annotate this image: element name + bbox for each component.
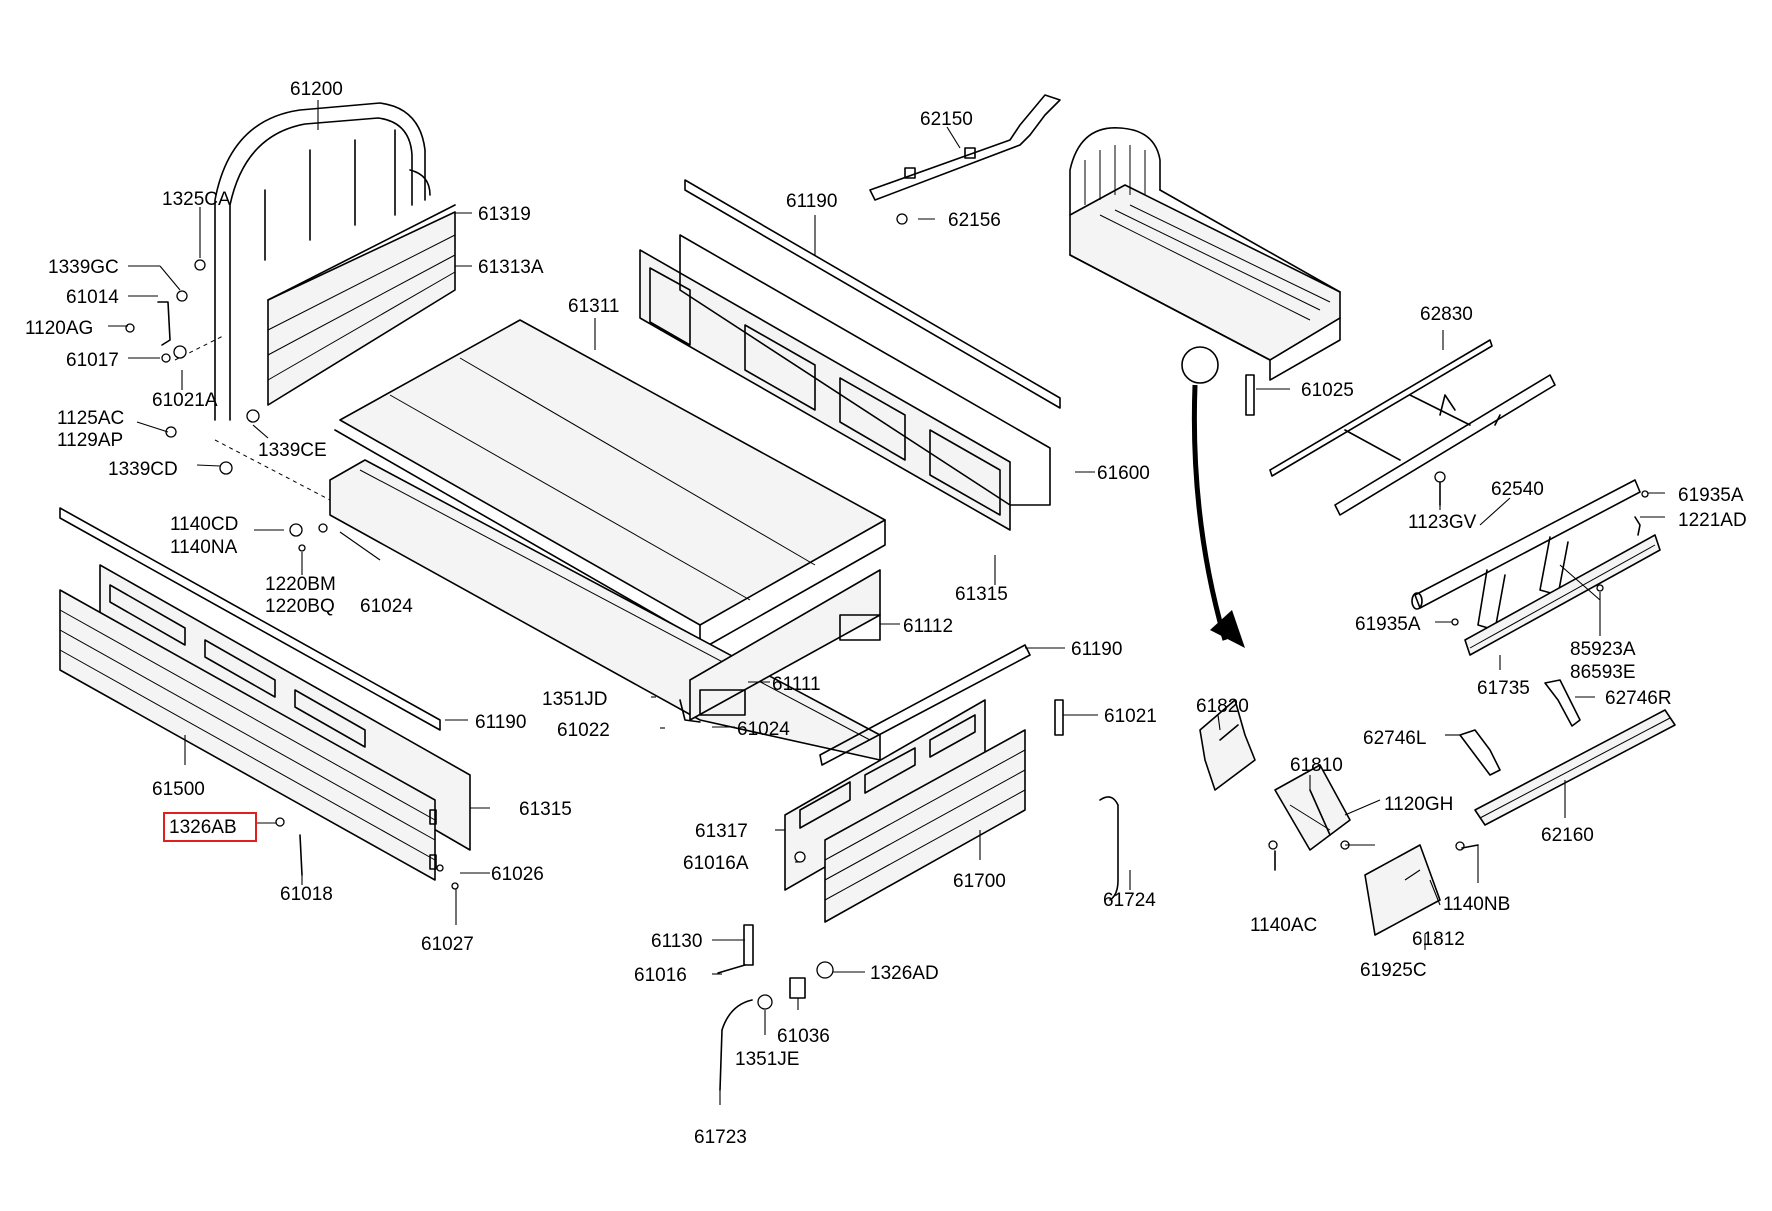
headboard-guide-line [214, 439, 331, 501]
tailgate-hardware [717, 699, 1119, 1091]
headboard-panel [267, 204, 456, 406]
label-61315-right[interactable]: 61315 [955, 584, 1008, 605]
label-61190-tailgate[interactable]: 61190 [1071, 639, 1122, 660]
label-61935A-upper[interactable]: 61935A [1678, 485, 1744, 506]
label-1129AP[interactable]: 1129AP [57, 430, 123, 451]
label-1140CD[interactable]: 1140CD [170, 514, 238, 535]
label-86593E[interactable]: 86593E [1570, 662, 1636, 683]
rear-beam [1474, 709, 1676, 826]
label-62830[interactable]: 62830 [1420, 304, 1473, 325]
label-61111[interactable]: 61111 [772, 674, 821, 695]
mud-guard-bracket [1199, 699, 1256, 791]
label-1140NB[interactable]: 1140NB [1443, 894, 1510, 915]
detail-arrow [1191, 384, 1228, 641]
label-62540[interactable]: 62540 [1491, 479, 1544, 500]
label-61036[interactable]: 61036 [777, 1026, 830, 1047]
label-62160[interactable]: 62160 [1541, 825, 1594, 846]
label-61319[interactable]: 61319 [478, 204, 531, 225]
label-1140NA[interactable]: 1140NA [170, 537, 238, 558]
label-61021[interactable]: 61021 [1104, 706, 1157, 727]
label-61700[interactable]: 61700 [953, 871, 1006, 892]
right-side-rail [684, 179, 1061, 409]
sub-frame [1269, 339, 1556, 516]
label-1125AC[interactable]: 1125AC [57, 408, 124, 429]
assembled-bed-overview [1069, 127, 1341, 416]
label-61311[interactable]: 61311 [568, 296, 619, 317]
label-61935A-lower[interactable]: 61935A [1355, 614, 1421, 635]
label-1339CD[interactable]: 1339CD [108, 459, 178, 480]
label-85923A[interactable]: 85923A [1570, 639, 1636, 660]
leader-lines [108, 100, 1665, 1105]
label-61017[interactable]: 61017 [66, 350, 119, 371]
left-side-rail [59, 507, 441, 731]
label-61500[interactable]: 61500 [152, 779, 205, 800]
left-side-panel-outer [59, 589, 459, 890]
label-62156[interactable]: 62156 [948, 210, 1001, 231]
label-1220BQ[interactable]: 1220BQ [265, 596, 335, 617]
label-61200[interactable]: 61200 [290, 79, 343, 100]
label-1351JD[interactable]: 1351JD [542, 689, 608, 710]
tailgate-rail [819, 644, 1031, 766]
label-1120AG[interactable]: 1120AG [25, 318, 93, 339]
label-1326AD[interactable]: 1326AD [870, 963, 939, 984]
label-61925C[interactable]: 61925C [1360, 960, 1427, 981]
label-61018[interactable]: 61018 [280, 884, 333, 905]
label-61024-upper[interactable]: 61024 [360, 596, 413, 617]
label-61027[interactable]: 61027 [421, 934, 474, 955]
label-61190-upper[interactable]: 61190 [786, 191, 837, 212]
label-61021A[interactable]: 61021A [152, 390, 218, 411]
label-61820[interactable]: 61820 [1196, 696, 1249, 717]
mud-guard-stay [1268, 764, 1351, 871]
label-61014[interactable]: 61014 [66, 287, 119, 308]
label-1140AC[interactable]: 1140AC [1250, 915, 1317, 936]
label-1221AD[interactable]: 1221AD [1678, 510, 1747, 531]
label-62746L[interactable]: 62746L [1363, 728, 1426, 749]
label-61016[interactable]: 61016 [634, 965, 687, 986]
label-61130[interactable]: 61130 [651, 931, 702, 952]
cross-member-beam [1451, 490, 1661, 656]
label-61026[interactable]: 61026 [491, 864, 544, 885]
label-61112[interactable]: 61112 [903, 616, 953, 637]
label-61812[interactable]: 61812 [1412, 929, 1465, 950]
label-61317[interactable]: 61317 [695, 821, 748, 842]
headboard-hardware [125, 259, 328, 552]
label-61723[interactable]: 61723 [694, 1127, 747, 1148]
highlight-box-1326AB [163, 812, 257, 842]
label-61024-lower[interactable]: 61024 [737, 719, 790, 740]
label-61600[interactable]: 61600 [1097, 463, 1150, 484]
mud-flap [1364, 841, 1479, 936]
label-61735[interactable]: 61735 [1477, 678, 1530, 699]
tailgate-outer-panel [794, 729, 1026, 923]
label-1325CA[interactable]: 1325CA [162, 189, 231, 210]
label-61810[interactable]: 61810 [1290, 755, 1343, 776]
label-61724[interactable]: 61724 [1103, 890, 1156, 911]
label-62150[interactable]: 62150 [920, 109, 973, 130]
callout-labels: 61200 1325CA 61319 61313A 1339GC 61014 1… [25, 79, 1747, 1148]
side-brackets [1459, 679, 1581, 776]
label-1339CE[interactable]: 1339CE [258, 440, 327, 461]
label-1220BM[interactable]: 1220BM [265, 574, 336, 595]
label-1326AB[interactable]: 1326AB [169, 817, 237, 838]
label-61313A[interactable]: 61313A [478, 257, 544, 278]
label-61190-left[interactable]: 61190 [475, 712, 526, 733]
label-1120GH[interactable]: 1120GH [1384, 794, 1453, 815]
label-61025[interactable]: 61025 [1301, 380, 1354, 401]
stay-bracket [869, 94, 1061, 225]
right-side-panel [639, 234, 1051, 531]
label-61016A[interactable]: 61016A [683, 853, 749, 874]
headboard-frame [214, 102, 431, 421]
label-1351JE[interactable]: 1351JE [735, 1049, 799, 1070]
label-1123GV[interactable]: 1123GV [1408, 512, 1477, 533]
detail-arrowhead [1210, 610, 1245, 648]
label-62746R[interactable]: 62746R [1605, 688, 1672, 709]
label-61315-left[interactable]: 61315 [519, 799, 572, 820]
floor-panel [334, 319, 886, 651]
label-1339GC[interactable]: 1339GC [48, 257, 119, 278]
label-61022[interactable]: 61022 [557, 720, 610, 741]
